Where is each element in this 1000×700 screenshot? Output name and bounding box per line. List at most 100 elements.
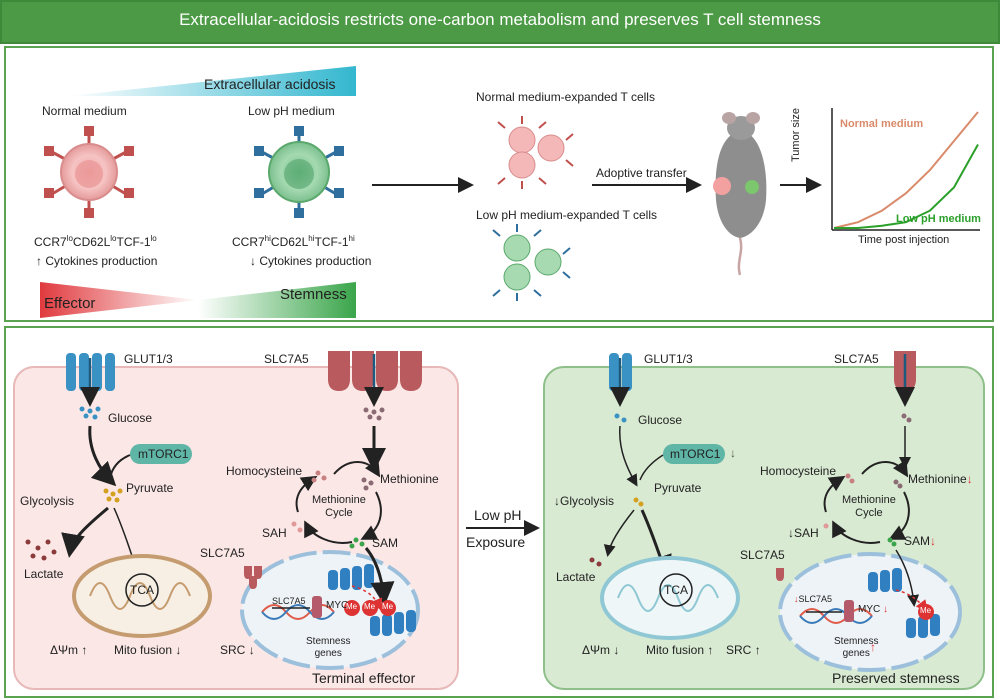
me-label-1-left: Me (346, 602, 358, 611)
mouse-icon (713, 112, 767, 276)
mito-fusion-right: Mito fusion ↑ (646, 643, 714, 657)
stemness-genes-up-right: ↑ (870, 640, 876, 654)
adoptive-transfer-label: Adoptive transfer (596, 166, 687, 180)
lowph-cytokines: ↓ Cytokines production (250, 254, 372, 268)
pyruvate-label-right: Pyruvate (654, 481, 702, 495)
normal-expanded-cells-icon (497, 116, 574, 189)
sam-label-right: SAM↓ (904, 534, 937, 548)
stemness-genes-label-left: Stemness genes (306, 636, 351, 659)
legend-normal: Normal medium (840, 118, 924, 130)
nucleus-right (778, 552, 962, 672)
myc-icon-right (844, 600, 854, 622)
lowph-expanded-cells-icon (492, 224, 571, 301)
sah-label-left: SAH (262, 526, 287, 540)
glut-transporter-icon-right (609, 353, 632, 391)
slc7a5-transporter-icon-left (328, 351, 422, 391)
glucose-label-left: Glucose (108, 411, 153, 425)
top-panel (4, 46, 994, 322)
slc7a5-label-right: SLC7A5 (834, 352, 879, 366)
bottom-panel (4, 326, 994, 698)
gene-slc7a5-label-right: ↓SLC7A5 (794, 594, 833, 604)
figure-title: Extracellular-acidosis restricts one-car… (179, 10, 821, 29)
methyl-mark-1-left (344, 600, 360, 616)
acidosis-gradient (68, 66, 356, 96)
low-ph-label: Low pH (474, 507, 522, 523)
methionine-cycle-label-left: Methionine Cycle (312, 494, 366, 519)
gene-slc7a5-label-left: SLC7A5 (272, 596, 306, 606)
normal-cytokines: ↑ Cytokines production (36, 254, 158, 268)
tca-label-left: TCA (130, 583, 154, 597)
slc7a5-side-label-right: SLC7A5 (740, 548, 785, 562)
slc7a5-label-left: SLC7A5 (264, 352, 309, 366)
legend-lowph: Low pH medium (896, 213, 981, 225)
methionine-cycle-label-right: Methionine Cycle (842, 494, 896, 519)
exposure-label: Exposure (466, 534, 526, 550)
homocysteine-label-right: Homocysteine (760, 464, 837, 478)
normal-markers: CCR7loCD62LloTCF-1lo (34, 234, 157, 249)
slc7a5-protein-icon-left (244, 566, 262, 589)
lowph-medium-label: Low pH medium (248, 104, 335, 118)
psi-right: ΔΨm ↓ (582, 643, 620, 657)
methyl-mark-right (918, 604, 934, 620)
normal-expanded-label: Normal medium-expanded T cells (476, 90, 655, 104)
effector-label: Effector (44, 295, 96, 312)
acidosis-label: Extracellular acidosis (204, 76, 336, 92)
myc-label-left: MYC (326, 600, 349, 611)
homocysteine-label-left: Homocysteine (226, 464, 303, 478)
lactate-label-right: Lactate (556, 570, 596, 584)
lowph-expanded-label: Low pH medium-expanded T cells (476, 208, 657, 222)
mtorc1-box-right (663, 444, 725, 464)
methyl-mark-3-left (380, 600, 396, 616)
amino-acid-dots-left (363, 407, 385, 421)
methionine-label-right: Methionine↓ (908, 472, 973, 486)
me-label-right: Me (920, 606, 932, 615)
stemness-label: Stemness (280, 286, 347, 303)
y-axis-label: Tumor size (790, 108, 802, 162)
lactate-dots-left (25, 539, 57, 561)
histone-icon-left (328, 564, 416, 636)
mitochondrion-right (600, 556, 740, 640)
stemness-gradient (40, 282, 356, 318)
me-label-2-left: Me (364, 602, 376, 611)
methionine-label-left: Methionine (380, 472, 439, 486)
x-axis-label: Time post injection (858, 234, 950, 246)
glucose-label-right: Glucose (638, 413, 683, 427)
tumor-chart-axes (831, 108, 980, 231)
src-right: SRC ↑ (726, 643, 761, 657)
series-line-0 (833, 111, 979, 229)
glycolysis-label-left: Glycolysis (20, 494, 75, 508)
lowph-t-cell-icon (254, 126, 344, 218)
mtorc1-label-right: mTORC1 (670, 447, 721, 461)
lowph-markers: CCR7hiCD62LhiTCF-1hi (232, 234, 355, 249)
tca-label-right: TCA (664, 583, 688, 597)
psi-left: ΔΨm ↑ (50, 643, 88, 657)
mitochondrion-left (72, 554, 212, 638)
stemness-genes-label-right: Stemness genes (834, 636, 879, 659)
glucose-dots-left (79, 406, 101, 420)
glucose-dots-right (614, 413, 627, 423)
histone-icon-right (868, 568, 940, 638)
series-line-1 (834, 144, 979, 229)
me-label-3-left: Me (382, 602, 394, 611)
myc-icon-left (312, 596, 322, 618)
pyruvate-label-left: Pyruvate (126, 481, 174, 495)
glut-label-right: GLUT1/3 (644, 352, 693, 366)
slc7a5-side-label-left: SLC7A5 (200, 546, 245, 560)
sah-label-right: ↓SAH (788, 526, 819, 540)
preserved-stemness-caption: Preserved stemness (832, 670, 960, 686)
title-bar (0, 0, 1000, 44)
myc-label-right: MYC ↓ (858, 604, 889, 615)
slc7a5-protein-icon-right (776, 568, 784, 581)
terminal-effector-caption: Terminal effector (312, 670, 416, 686)
glycolysis-label-right: ↓Glycolysis (554, 494, 615, 508)
sam-label-left: SAM (372, 536, 399, 550)
mtorc1-down-right: ↓ (730, 446, 736, 460)
methyl-mark-2-left (362, 600, 378, 616)
src-left: SRC ↓ (220, 643, 255, 657)
normal-t-cell-icon (44, 126, 134, 218)
glut-label-left: GLUT1/3 (124, 352, 173, 366)
amino-acid-dots-right (901, 413, 912, 423)
mito-fusion-left: Mito fusion ↓ (114, 643, 182, 657)
normal-medium-label: Normal medium (42, 104, 127, 118)
